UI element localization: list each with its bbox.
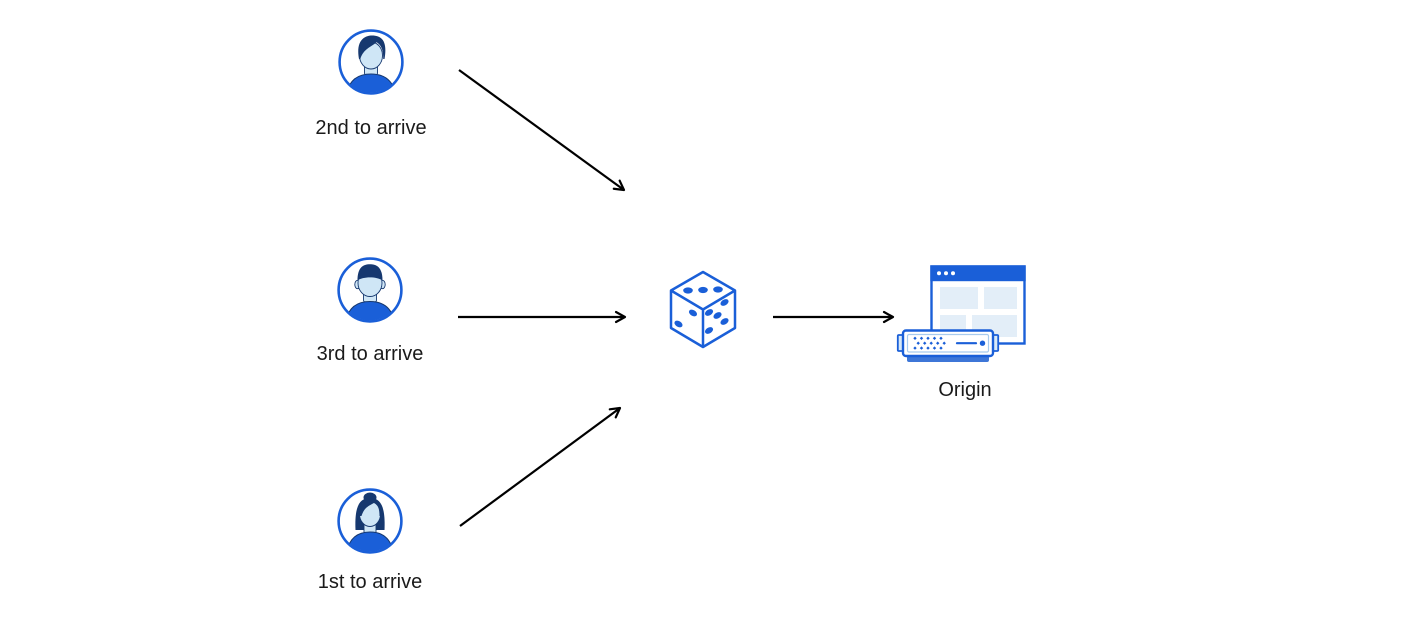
origin-label: Origin xyxy=(938,379,992,401)
browser-window-server-icon xyxy=(896,265,1026,362)
avatar-female-bun-icon xyxy=(337,488,403,554)
avatar-male-swept-hair-icon xyxy=(338,29,404,95)
user-label-1st-to-arrive: 1st to arrive xyxy=(317,571,423,593)
arrow-user1-to-dice xyxy=(459,406,622,527)
user-node-3rd-to-arrive xyxy=(337,257,403,328)
arrow-user2-to-dice xyxy=(458,69,626,192)
user-node-2nd-to-arrive xyxy=(338,29,404,100)
user-node-1st-to-arrive xyxy=(337,488,403,559)
origin-node xyxy=(895,263,1027,370)
server-icon xyxy=(896,329,1000,362)
user-label-3rd-to-arrive: 3rd to arrive xyxy=(316,343,424,365)
dice-node xyxy=(668,269,738,356)
user-label-2nd-to-arrive: 2nd to arrive xyxy=(315,117,427,139)
dice-icon xyxy=(669,270,737,349)
avatar-male-flat-hair-icon xyxy=(337,257,403,323)
